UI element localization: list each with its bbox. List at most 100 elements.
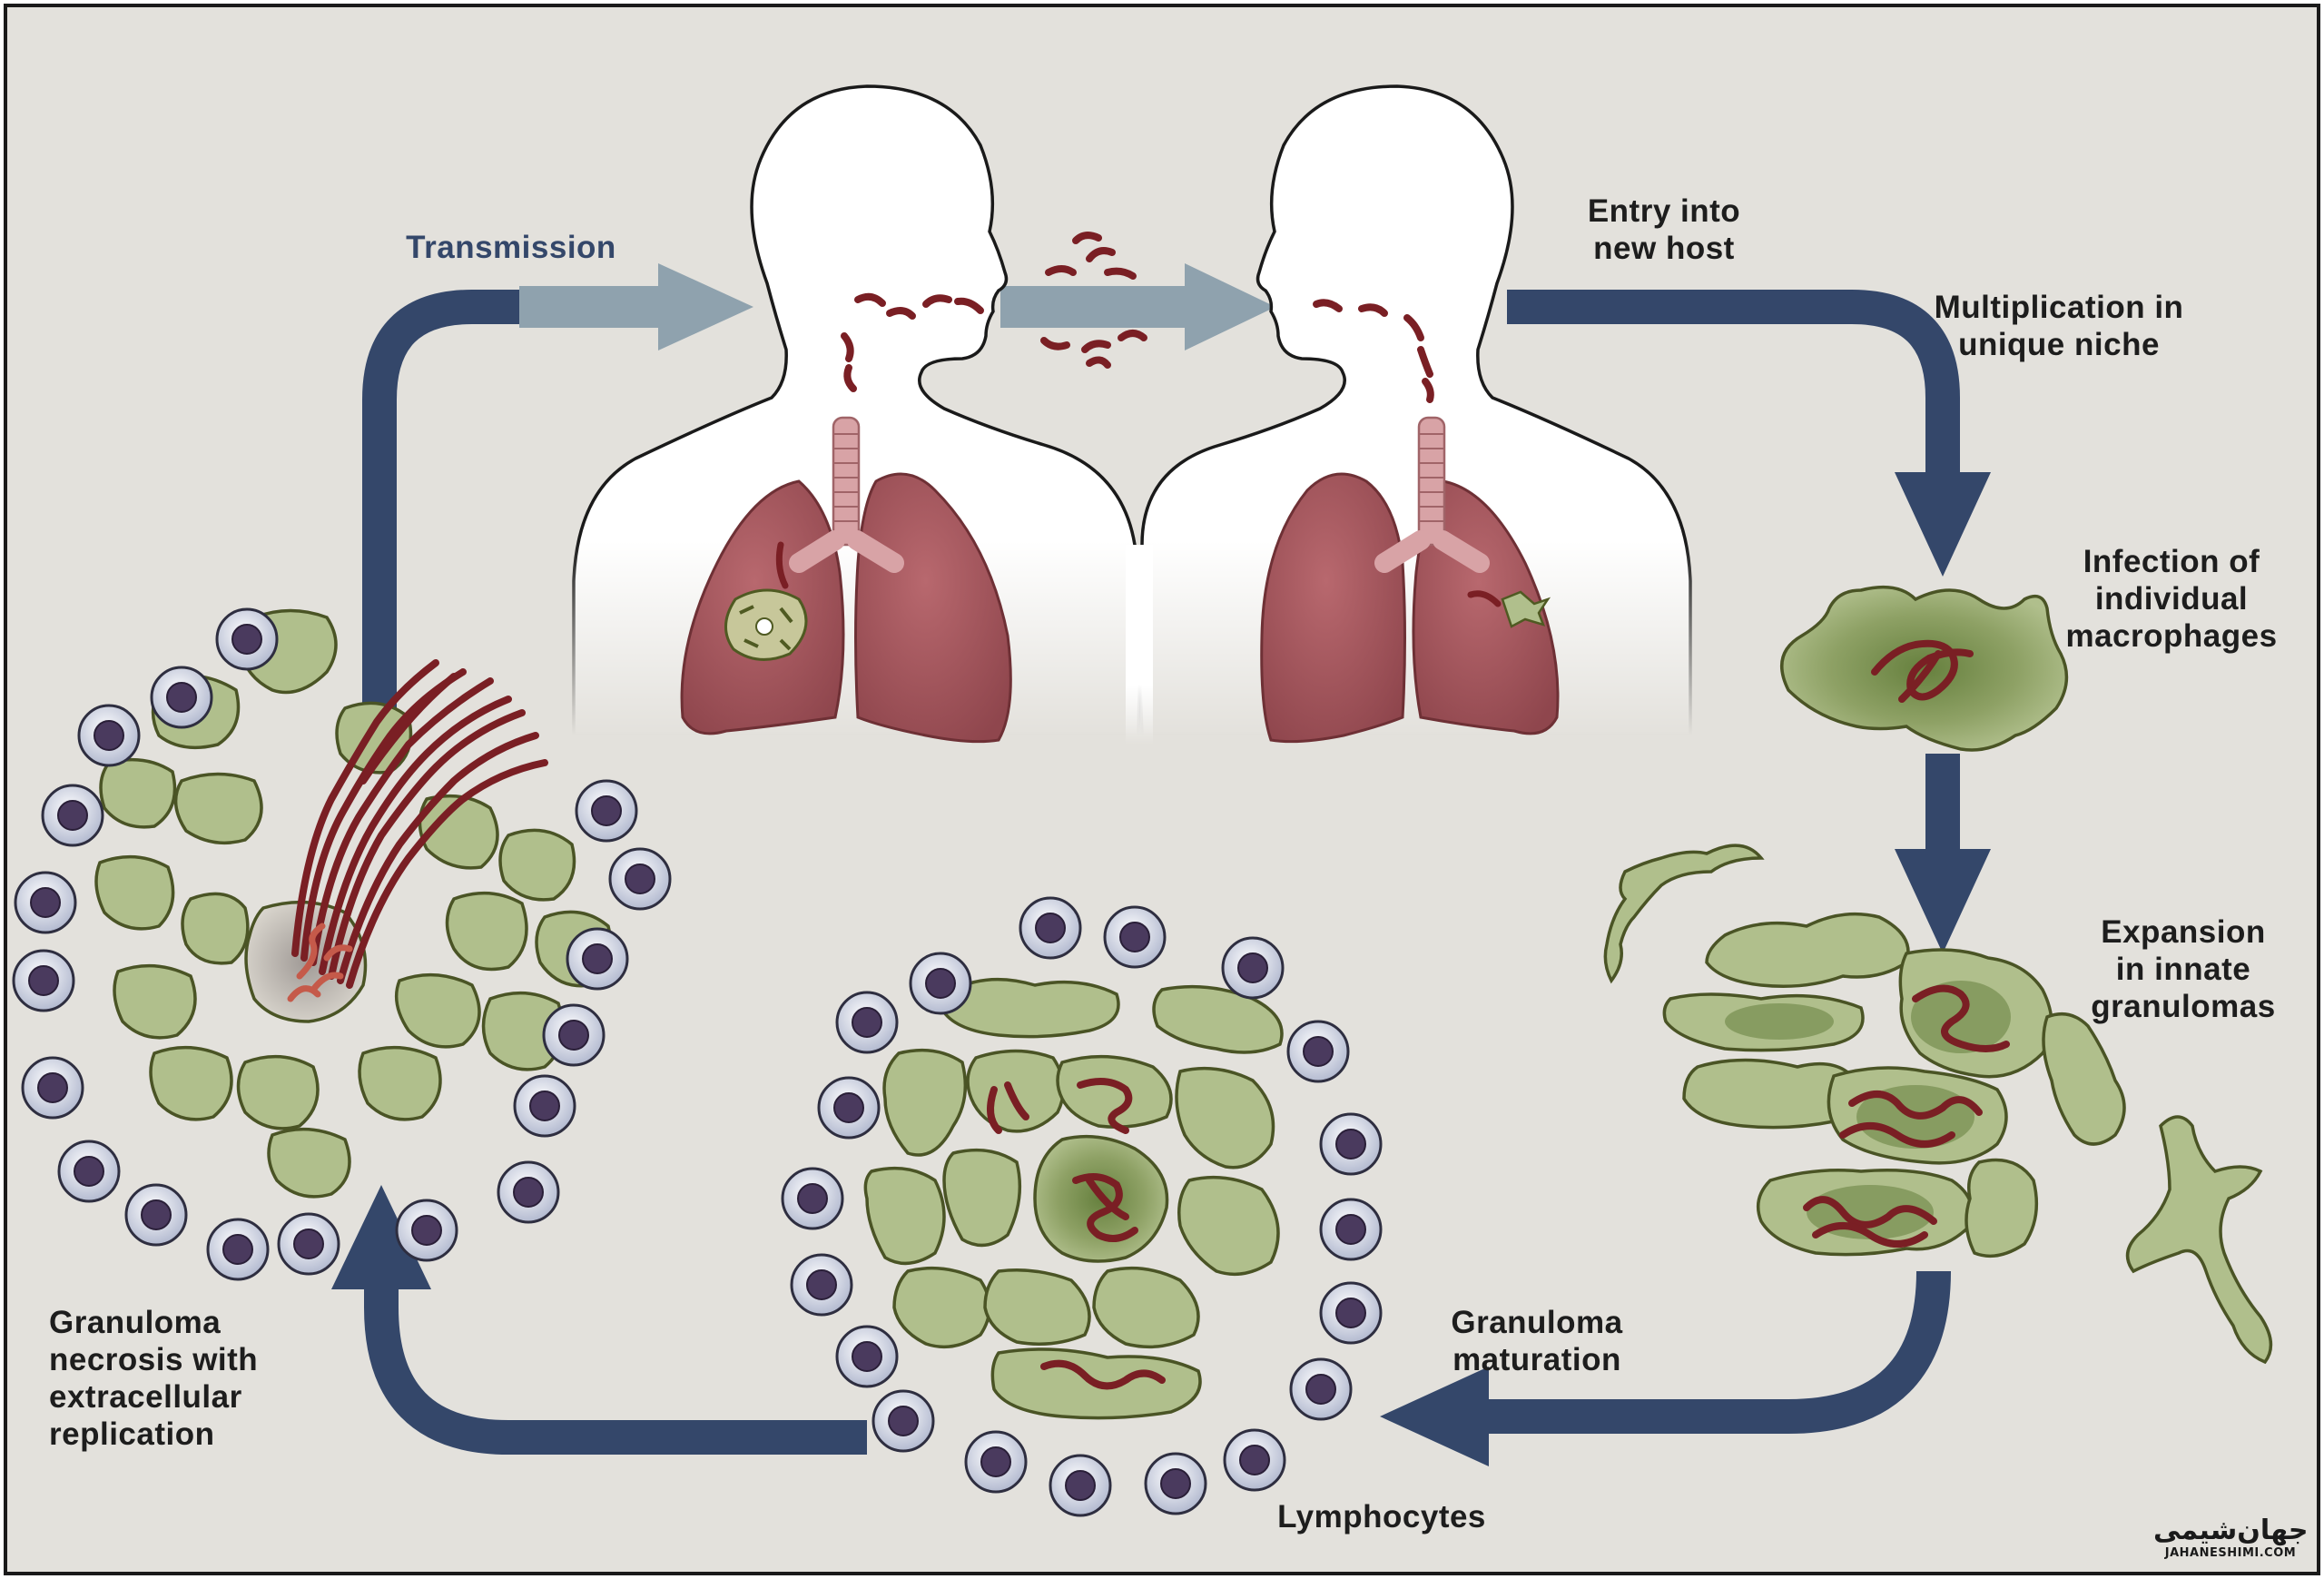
trachea-right (1417, 416, 1446, 547)
lungs-right (1260, 416, 1560, 744)
bronchi-right (1374, 530, 1490, 573)
necro-macrophage-10 (113, 963, 197, 1040)
lymphocyte (57, 1140, 121, 1203)
lymphocyte (781, 1167, 844, 1230)
necro-macrophage-6 (498, 828, 576, 902)
necro-macrophage-11 (394, 972, 481, 1049)
necro-macrophage-12 (481, 991, 565, 1071)
lymphocyte (14, 871, 77, 934)
lung-right-left-lobe (1260, 472, 1406, 744)
lymphocyte (1049, 1454, 1112, 1517)
airborne-bacteria (841, 232, 1434, 403)
label-infection: Infection of individual macrophages (2065, 544, 2278, 654)
mature-macrophage-9 (1177, 1175, 1280, 1277)
transmission-shaft-2 (1000, 286, 1200, 328)
lymphocyte (817, 1076, 881, 1140)
lymphocyte (1223, 1428, 1286, 1492)
lymphocyte (835, 1325, 899, 1388)
mature-macrophage-10 (892, 1266, 991, 1349)
lymphocyte (12, 949, 75, 1012)
lymphocyte (395, 1199, 458, 1262)
lung-right-macrophage (1501, 590, 1551, 628)
watermark-site: JAHANESHIMI.COM (2164, 1546, 2297, 1560)
cycle-arrows (362, 290, 1960, 1455)
label-granuloma-necrosis: Granuloma necrosis with extracellular re… (49, 1305, 259, 1452)
necro-macrophage-7 (94, 854, 175, 931)
trachea-right-rings (1419, 433, 1444, 522)
infected-macrophage (1780, 585, 2069, 752)
necro-macrophage-16 (267, 1127, 351, 1199)
lung-left-right-lobe (854, 472, 1012, 744)
necro-macrophage-8 (445, 891, 528, 972)
stray-macrophage-1 (1603, 844, 1765, 984)
macrophage-bacteria (1871, 639, 1974, 701)
mature-macrophage-11 (983, 1268, 1091, 1346)
arrowhead-left-1 (1380, 1367, 1489, 1466)
lymphocyte (1319, 1281, 1383, 1345)
lymphocyte (21, 1056, 84, 1120)
lymphocyte (790, 1253, 853, 1317)
lymphocyte (1221, 936, 1285, 1000)
lymphocyte (41, 784, 104, 847)
bronchi-left (789, 530, 904, 573)
lung-left-granuloma (724, 588, 808, 661)
lymphocyte (872, 1389, 935, 1453)
lymphocyte (1144, 1452, 1207, 1515)
trachea-left (832, 416, 861, 547)
macrophage-exp-7 (1965, 1158, 2039, 1258)
arrowhead-down-2 (1895, 849, 1991, 953)
lymphocyte (909, 952, 972, 1015)
lymphocyte (124, 1183, 188, 1247)
necro-macrophage-4 (173, 772, 263, 845)
necro-macrophage-14 (236, 1054, 320, 1130)
lymphocyte (575, 779, 638, 843)
arrow-entry-to-multiplication (1507, 290, 1960, 472)
watermark: جهان‌شیمی JAHANESHIMI.COM (2153, 1515, 2309, 1570)
lymphocyte (1286, 1020, 1350, 1083)
lymphocyte (150, 666, 213, 729)
lymphocyte (1103, 905, 1167, 969)
lymphocyte (513, 1074, 576, 1138)
macrophage-bacteria-2 (1898, 650, 1942, 703)
body-seam (1126, 545, 1153, 745)
arrowhead-down-1 (1895, 472, 1991, 577)
mature-macrophage-2 (1152, 984, 1284, 1054)
watermark-brand: جهان‌شیمی (2153, 1515, 2309, 1546)
transmission-shaft-1 (519, 286, 666, 328)
label-expansion: Expansion in innate granulomas (2091, 914, 2276, 1024)
mature-macrophage-6 (1175, 1066, 1275, 1169)
mature-macrophage-8 (942, 1148, 1022, 1248)
label-multiplication: Multiplication in unique niche (1934, 290, 2184, 362)
necro-macrophage-3 (99, 757, 177, 829)
mature-macrophage-1 (941, 977, 1120, 1039)
label-lymphocytes: Lymphocytes (1277, 1499, 1486, 1535)
transmission-arrows (519, 263, 1275, 350)
arrow-necrosis-to-transmission (362, 290, 519, 708)
mature-macrophage-3 (882, 1048, 968, 1157)
necro-macrophage-17 (181, 892, 250, 965)
lymphocytes (12, 607, 1383, 1517)
innate-granuloma (1603, 844, 2273, 1365)
necro-core-bacteria (287, 923, 353, 1002)
label-transmission: Transmission (406, 230, 616, 265)
lymphocyte (1289, 1357, 1353, 1421)
necro-bacteria (291, 659, 548, 989)
label-granuloma-maturation: Granuloma maturation (1451, 1305, 1623, 1377)
lymphocyte (215, 607, 279, 671)
stray-macrophage-2 (2125, 1115, 2273, 1365)
arrow-maturation-to-necrosis (364, 1271, 867, 1455)
macrophage-exp-8 (2042, 1012, 2126, 1146)
transmission-head-2 (1185, 263, 1275, 350)
label-entry-into-new-host: Entry into new host (1587, 193, 1741, 266)
lymphocyte (566, 927, 629, 991)
arrow-heads (331, 472, 1991, 1466)
lymphocyte (542, 1003, 606, 1067)
lymphocyte (77, 704, 141, 767)
mature-granuloma (863, 977, 1284, 1420)
lymphocyte (206, 1218, 270, 1281)
bacteria-right-lung (1467, 590, 1502, 607)
innate-granuloma-bacteria (1803, 984, 2010, 1248)
lymphocyte (608, 847, 672, 911)
